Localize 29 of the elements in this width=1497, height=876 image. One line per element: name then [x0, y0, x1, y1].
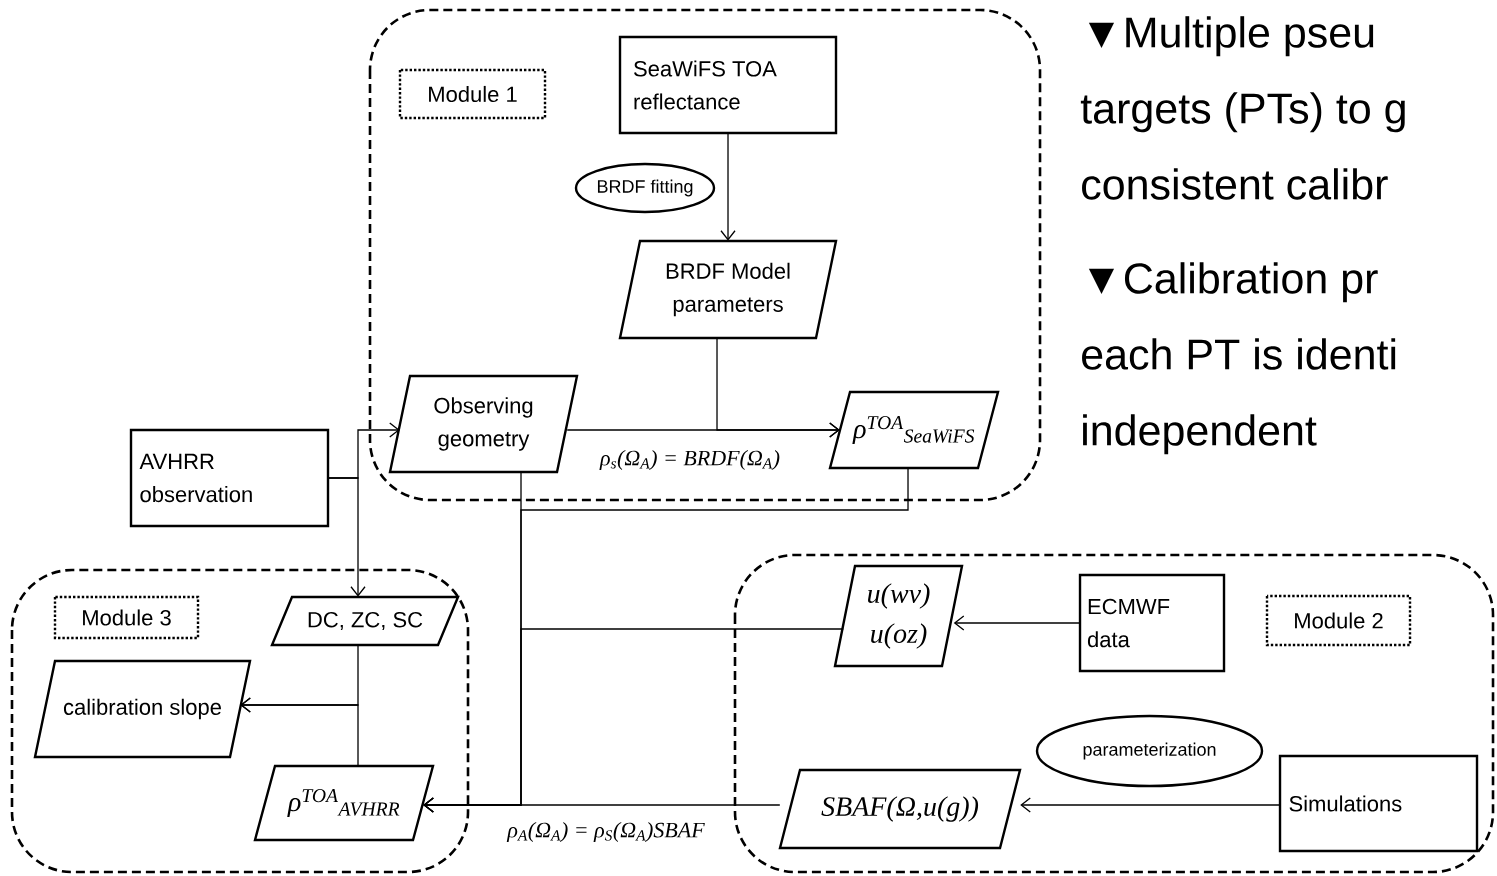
module-label: Module 3 — [53, 595, 200, 640]
process-box: SeaWiFS TOA reflectance — [618, 35, 838, 135]
arrow — [1020, 797, 1281, 813]
arrow — [953, 615, 1081, 631]
arrow — [423, 797, 781, 813]
arrow — [327, 477, 366, 597]
note-text: ▼Multiple pseu targets (PTs) to g consistent calibr — [1080, 16, 1405, 200]
note-text: ▼Calibration pr each PT is identi independent — [1082, 262, 1396, 455]
process-box: ECMWF data — [1078, 573, 1226, 673]
arrow — [240, 697, 359, 767]
data-parallelogram: DC, ZC, SC — [270, 595, 460, 647]
module-label: Module 1 — [398, 68, 547, 120]
module-region — [10, 568, 470, 874]
arrow — [720, 132, 736, 241]
data-parallelogram: Observing geometry — [388, 374, 579, 474]
module-label: Module 2 — [1265, 594, 1412, 647]
data-parallelogram: BRDF Model parameters — [618, 239, 838, 340]
edge-label: ρ$_{A}$(Ω$_{A}$) = ρ$_{S}$(Ω$_{A}$)SBAF — [506, 821, 706, 843]
data-parallelogram: ρ$^{TOA}$SeaWiFS — [828, 390, 1000, 470]
edge-label: ρ$_{s}$(Ω$_{A}$) = BRDF(Ω$_{A}$) — [599, 449, 782, 471]
process-box: Simulations — [1278, 754, 1479, 853]
data-parallelogram: u(wv) u(oz) — [833, 564, 964, 668]
data-parallelogram: SBAF(Ω,u(g)) — [778, 768, 1022, 850]
arrow — [716, 337, 840, 438]
module-region — [733, 553, 1495, 874]
data-parallelogram: ρ$^{TOA}$AVHRR — [253, 764, 435, 842]
module-region — [368, 8, 1042, 502]
process-box: AVHRR observation — [129, 428, 330, 528]
data-parallelogram: calibration slope — [33, 659, 252, 759]
